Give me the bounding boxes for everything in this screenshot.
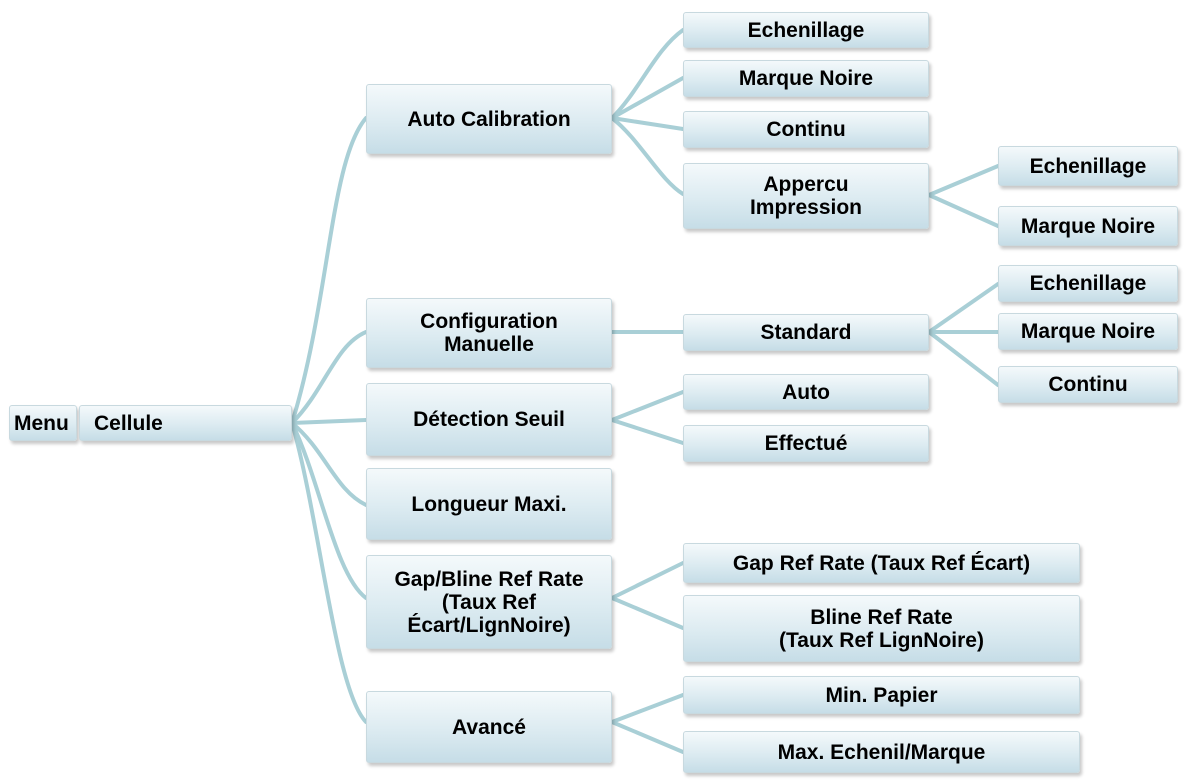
- branch-gap-bline-ref-rate[interactable]: Gap/Bline Ref Rate (Taux Ref Écart/LignN…: [366, 555, 612, 649]
- connector-root-detection: [290, 418, 368, 425]
- connector-apercu-marque: [927, 193, 1000, 228]
- leaf-label: Auto: [782, 380, 830, 404]
- leaf-label: Max. Echenil/Marque: [777, 740, 986, 764]
- branch-longueur-maxi[interactable]: Longueur Maxi.: [366, 468, 612, 540]
- leaf-label: Echenillage: [1029, 154, 1147, 178]
- connector-root-longueur: [290, 421, 368, 507]
- connector-root-avance: [290, 421, 368, 724]
- connector-root-auto-calibration: [290, 116, 368, 425]
- branch-detection-seuil[interactable]: Détection Seuil: [366, 383, 612, 456]
- leaf-label: Gap Ref Rate (Taux Ref Écart): [732, 551, 1031, 575]
- branch-configuration-manuelle[interactable]: Configuration Manuelle: [366, 298, 612, 368]
- root-label-cellule: Cellule: [94, 411, 163, 435]
- leaf-min-papier[interactable]: Min. Papier: [683, 676, 1080, 714]
- branch-label: Configuration Manuelle: [420, 310, 558, 356]
- root-node-cellule[interactable]: Cellule: [79, 405, 292, 441]
- connector-auto-apercu: [610, 116, 685, 196]
- leaf-auto-continu[interactable]: Continu: [683, 111, 929, 148]
- leaf-standard-echenillage[interactable]: Echenillage: [998, 265, 1178, 302]
- leaf-auto-echenillage[interactable]: Echenillage: [683, 12, 929, 48]
- leaf-apercu-marque-noire[interactable]: Marque Noire: [998, 206, 1178, 246]
- leaf-bline-ref-rate[interactable]: Bline Ref Rate (Taux Ref LignNoire): [683, 595, 1080, 662]
- branch-label: Gap/Bline Ref Rate (Taux Ref Écart/LignN…: [394, 567, 584, 637]
- leaf-auto-apercu-impression[interactable]: Appercu Impression: [683, 163, 929, 229]
- connector-avance-min: [610, 693, 685, 724]
- root-label-menu: Menu: [14, 411, 69, 435]
- connector-gap-gap-ref: [610, 561, 685, 600]
- connector-apercu-echenillage: [927, 164, 1000, 197]
- leaf-standard[interactable]: Standard: [683, 314, 929, 351]
- leaf-detection-auto[interactable]: Auto: [683, 374, 929, 410]
- connector-auto-continu: [610, 116, 685, 131]
- branch-label: Détection Seuil: [413, 408, 565, 431]
- branch-label: Auto Calibration: [407, 107, 571, 131]
- leaf-label: Echenillage: [747, 18, 865, 42]
- leaf-standard-marque-noire[interactable]: Marque Noire: [998, 313, 1178, 350]
- branch-label: Longueur Maxi.: [411, 492, 567, 516]
- connector-auto-marque: [610, 76, 685, 120]
- leaf-label: Marque Noire: [738, 67, 874, 90]
- branch-auto-calibration[interactable]: Auto Calibration: [366, 84, 612, 154]
- root-node-menu[interactable]: Menu: [9, 405, 77, 441]
- leaf-label: Continu: [1048, 373, 1128, 396]
- leaf-gap-ref-rate[interactable]: Gap Ref Rate (Taux Ref Écart): [683, 543, 1080, 583]
- connector-detection-auto: [610, 390, 685, 422]
- connector-root-configuration: [290, 330, 368, 425]
- leaf-label: Bline Ref Rate (Taux Ref LignNoire): [779, 605, 984, 652]
- leaf-label: Marque Noire: [1020, 320, 1156, 343]
- leaf-label: Marque Noire: [1020, 214, 1156, 238]
- leaf-apercu-echenillage[interactable]: Echenillage: [998, 146, 1178, 186]
- connector-standard-continu: [927, 330, 1000, 387]
- leaf-label: Echenillage: [1029, 272, 1147, 295]
- leaf-detection-effectue[interactable]: Effectué: [683, 425, 929, 462]
- leaf-standard-continu[interactable]: Continu: [998, 366, 1178, 403]
- connector-standard-echenillage: [927, 282, 1000, 334]
- connector-auto-echenillage: [610, 28, 685, 120]
- leaf-label: Standard: [760, 321, 852, 344]
- branch-avance[interactable]: Avancé: [366, 691, 612, 763]
- connector-root-gap: [290, 421, 368, 600]
- connector-detection-effectue: [610, 418, 685, 445]
- branch-label: Avancé: [452, 715, 526, 739]
- leaf-label: Min. Papier: [825, 683, 938, 707]
- leaf-label: Continu: [766, 118, 846, 141]
- leaf-label: Effectué: [764, 432, 848, 455]
- connector-avance-max: [610, 720, 685, 754]
- connector-gap-bline-ref: [610, 596, 685, 630]
- leaf-auto-marque-noire[interactable]: Marque Noire: [683, 60, 929, 97]
- leaf-label: Appercu Impression: [749, 173, 863, 219]
- leaf-max-echenil-marque[interactable]: Max. Echenil/Marque: [683, 731, 1080, 773]
